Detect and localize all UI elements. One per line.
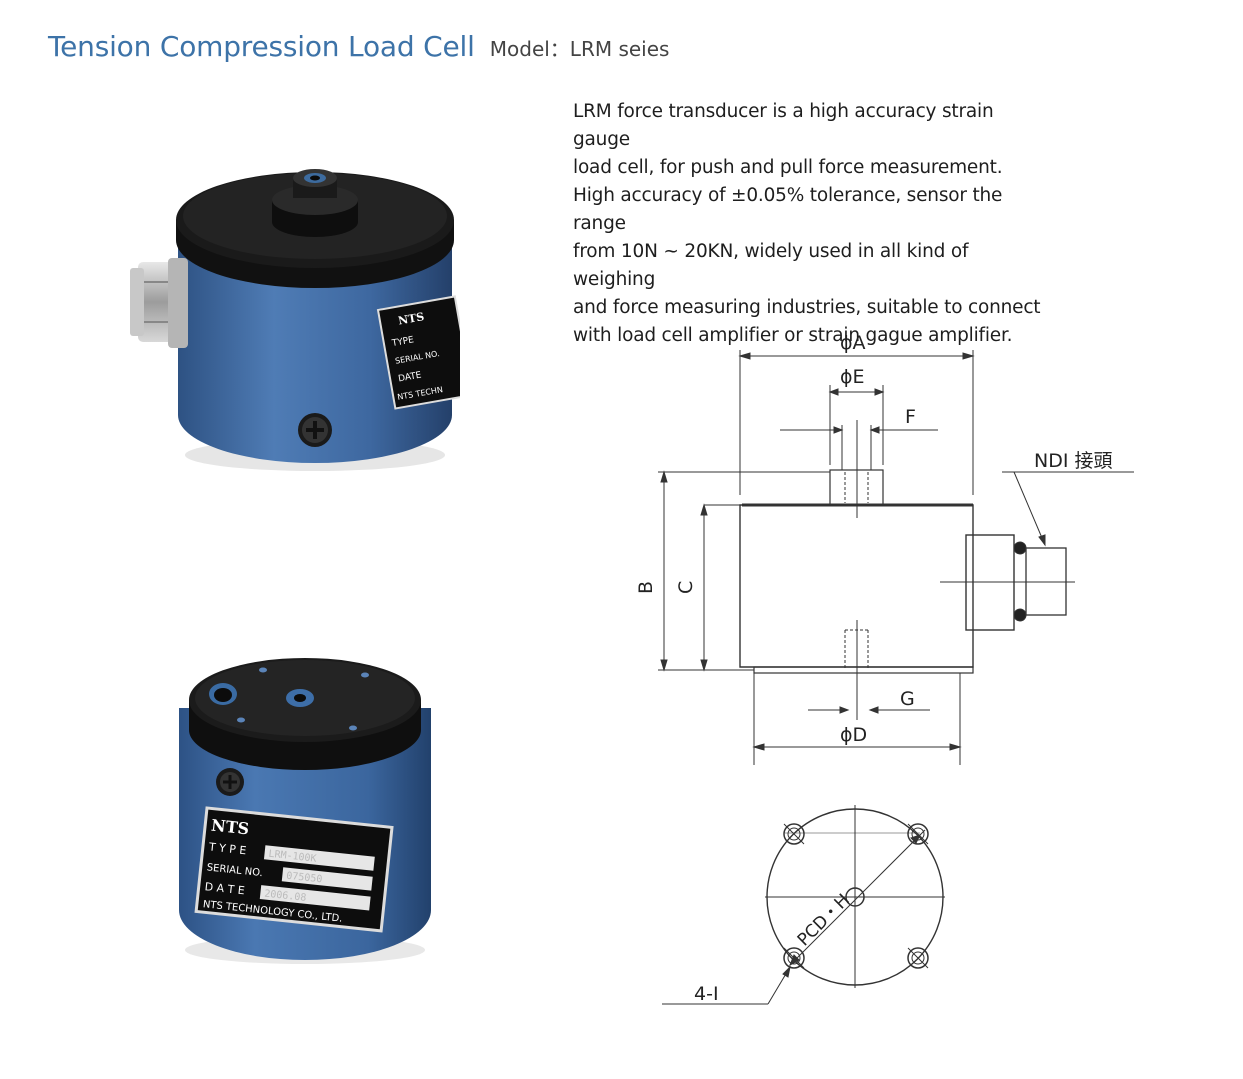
product-description: LRM force transducer is a high accuracy … [573, 98, 1053, 350]
dim-e-label: ϕE [840, 366, 865, 388]
holes-label: 4-I [694, 983, 719, 1005]
plate-date-value: 2006.08 [264, 888, 307, 903]
label-date: DATE [398, 370, 423, 384]
dim-f-label: F [905, 406, 916, 428]
label-type: TYPE [390, 335, 415, 349]
description-line: from 10N ~ 20KN, widely used in all kind… [573, 241, 969, 290]
description-line: and force measuring industries, suitable… [573, 297, 1041, 318]
description-line: load cell, for push and pull force measu… [573, 157, 1003, 178]
page-title: Tension Compression Load Cell [48, 30, 475, 63]
plate-serial-value: 075050 [286, 871, 323, 886]
description-line: with load cell amplifier or strain gague… [573, 325, 1013, 346]
pcd-label: PCD・H [794, 890, 854, 950]
label-brand: NTS [397, 310, 425, 327]
model-label: Model：LRM seies [489, 37, 670, 61]
dim-c-label: C [675, 581, 697, 594]
load-cell-photo-top: NTS T Y P E LRM-100K SERIAL NO. 075050 D… [179, 658, 431, 964]
dim-g-label: G [900, 688, 915, 710]
plate-date-label: D A T E [204, 880, 245, 897]
dimension-drawing: ϕA ϕE F NDI 接頭 B C G ϕD PCD・H 4-I [635, 332, 1134, 1005]
plate-brand: NTS [210, 816, 250, 839]
dim-a-label: ϕA [840, 332, 866, 354]
description-line: LRM force transducer is a high accuracy … [573, 101, 994, 150]
dim-d-label: ϕD [840, 724, 867, 746]
load-cell-photo-side-connector: NTS TYPE SERIAL NO. DATE NTS TECHN [130, 169, 460, 471]
plate-type-value: LRM-100K [268, 849, 317, 865]
description-line: High accuracy of ±0.05% tolerance, senso… [573, 185, 1003, 234]
page-header: Tension Compression Load Cell Model：LRM … [48, 30, 669, 63]
plate-type-label: T Y P E [207, 840, 247, 857]
connector-label: NDI 接頭 [1034, 450, 1113, 472]
dim-b-label: B [635, 581, 657, 594]
